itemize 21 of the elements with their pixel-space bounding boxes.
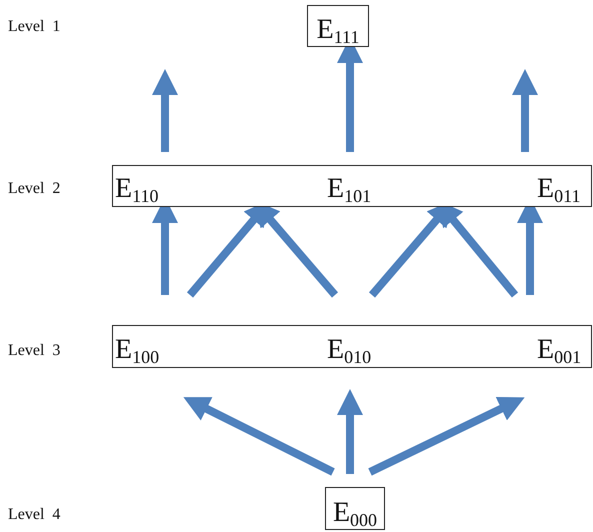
arrow	[512, 69, 538, 152]
level-band	[112, 165, 592, 207]
level-label: Level 1	[8, 18, 60, 36]
set-symbol: E$_{111}$	[316, 16, 360, 44]
set-symbol-label: E$_{001}$	[537, 326, 593, 367]
set-symbol-label: E$_{011}$	[537, 166, 593, 206]
arrow	[368, 396, 525, 476]
arrow	[183, 397, 335, 476]
set-box	[325, 487, 385, 530]
level-label: Level 3	[8, 342, 60, 360]
set-symbol-label: E$_{100}$	[115, 326, 185, 367]
level-label: Level 2	[8, 180, 60, 198]
set-symbol-label: E$_{110}$	[115, 166, 185, 206]
arrow	[337, 389, 363, 474]
level-label: Level 4	[8, 506, 60, 524]
set-symbol: E$_{000}$	[332, 499, 378, 527]
level-band	[112, 325, 592, 368]
set-box	[307, 5, 369, 47]
set-symbol-label: E$_{101}$	[327, 166, 397, 206]
set-symbol-label: E$_{010}$	[327, 326, 397, 367]
arrow	[152, 69, 178, 152]
